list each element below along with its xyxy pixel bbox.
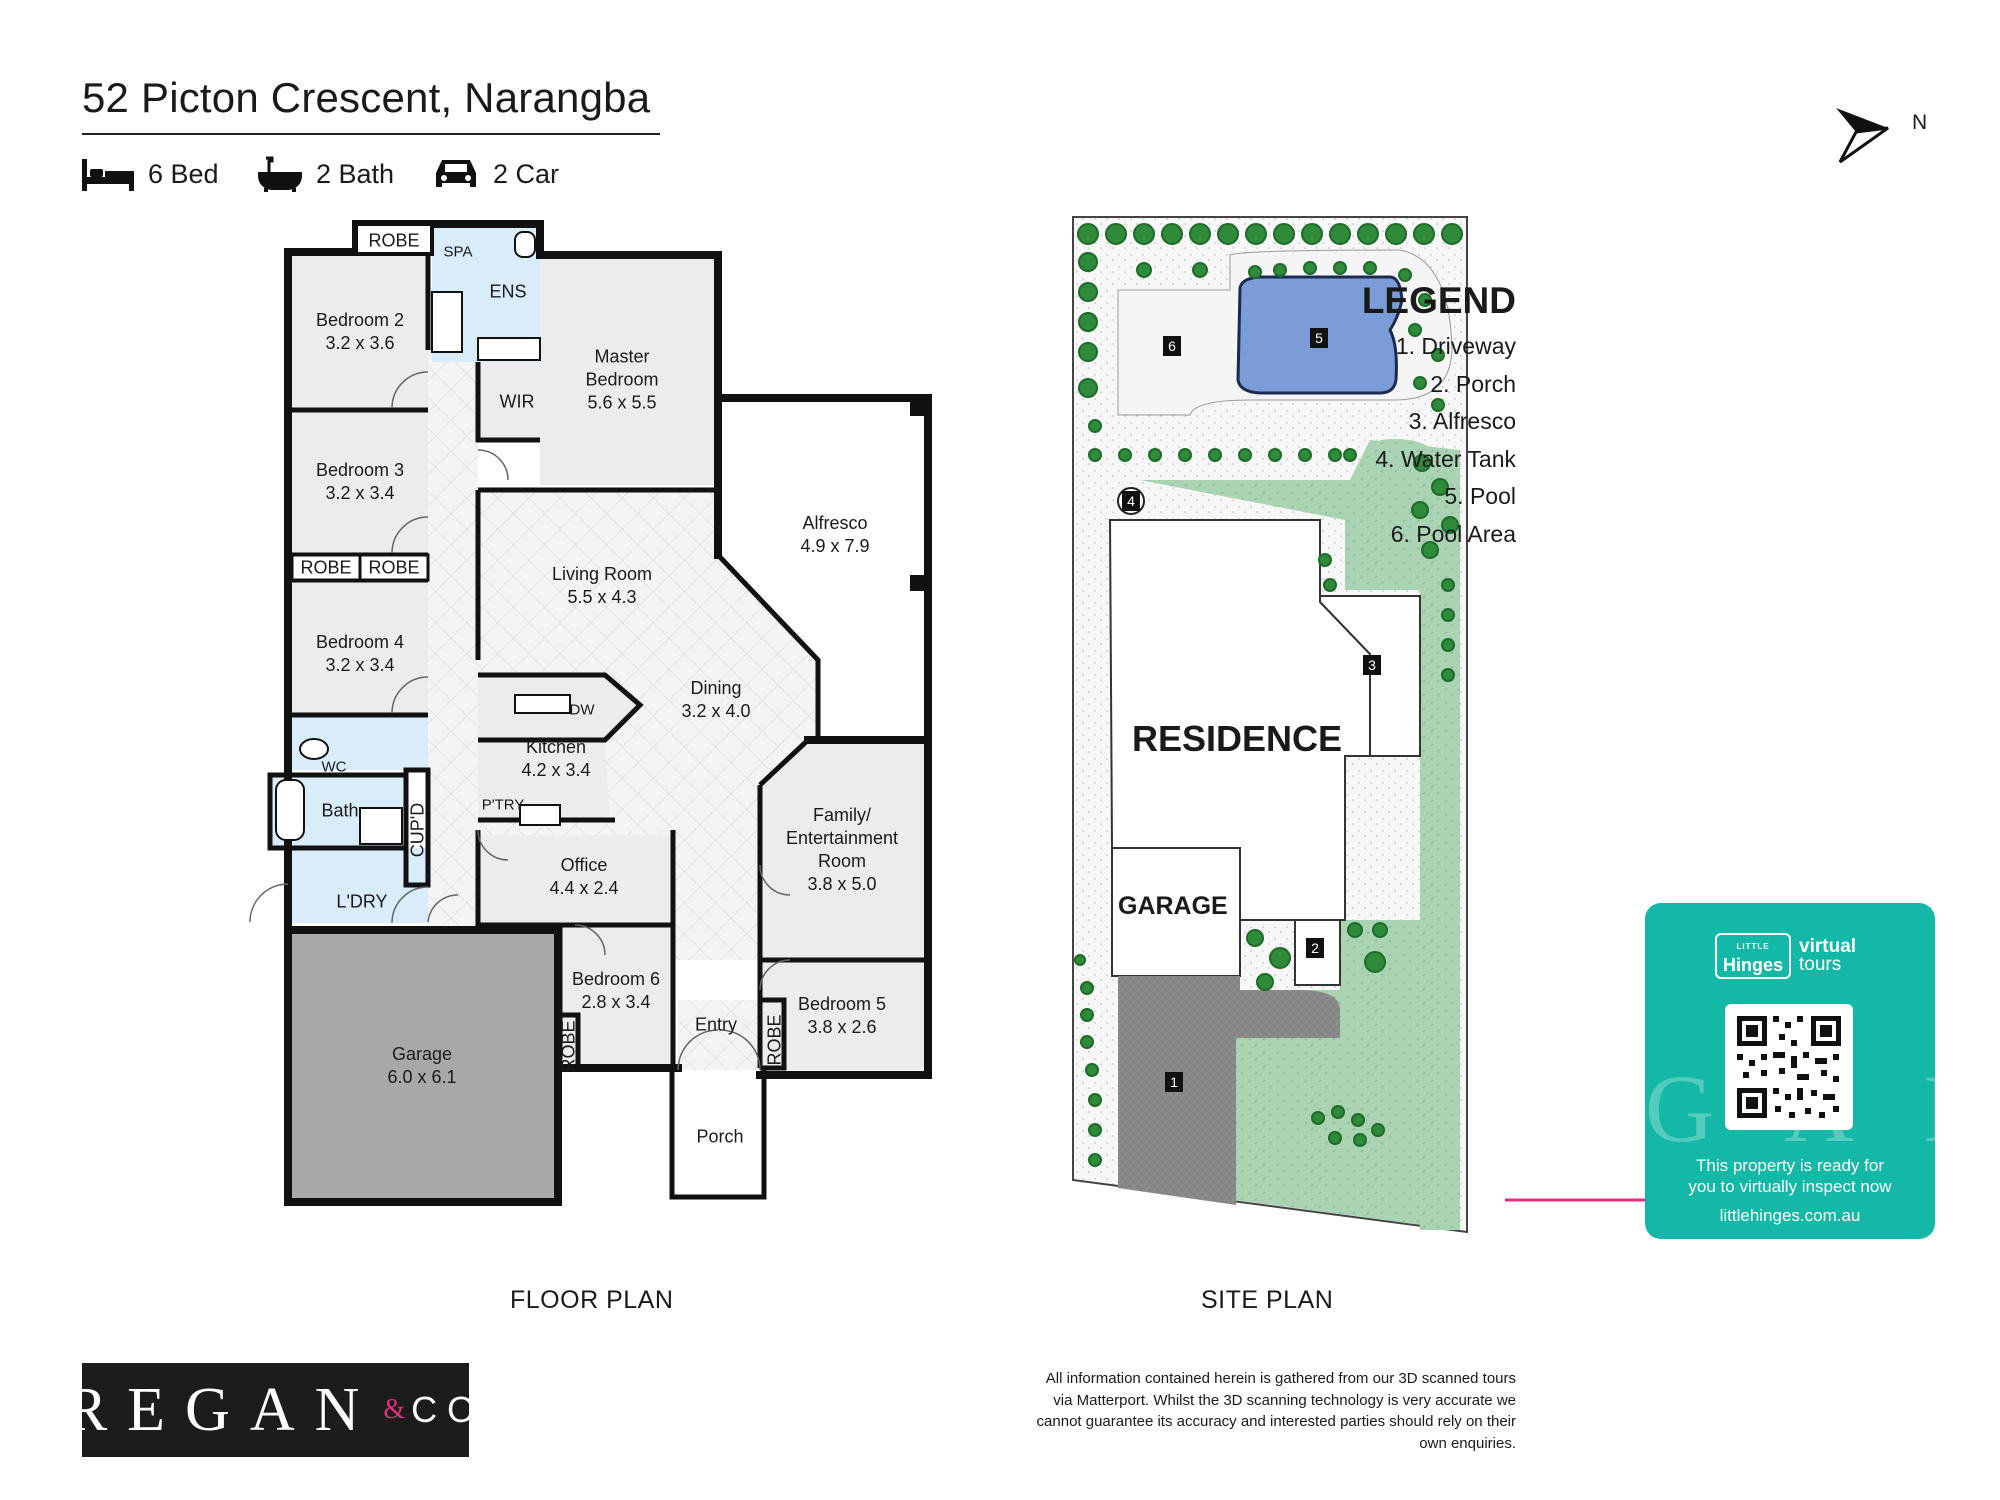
label-robe-bedroom-2: ROBE [368, 230, 420, 251]
site-garage [1111, 847, 1241, 977]
site-residence-label: RESIDENCE [1132, 718, 1343, 759]
legend-item: 6. Pool Area [1390, 520, 1516, 547]
feature-bed: 6 Bed [82, 154, 219, 194]
feature-bath-label: 2 Bath [316, 158, 395, 189]
virtual-tour-link[interactable]: littlehinges.com.au [1719, 1206, 1861, 1225]
label-ensuite: ENS [489, 281, 527, 302]
label-bath: Bath [321, 800, 359, 821]
lawn-right-strip [1380, 439, 1460, 1230]
agency-name: REGAN [65, 1375, 380, 1444]
feature-bath: 2 Bath [258, 154, 394, 194]
bedroom-2-area [292, 255, 428, 410]
garage-area [290, 930, 558, 1202]
compass-label: N [1912, 111, 1928, 134]
qr-code-icon[interactable] [1725, 1004, 1853, 1130]
label-pantry: P'TRY [481, 796, 525, 814]
agency-ampersand: & [383, 1394, 406, 1425]
legend-item: 2. Porch [1430, 370, 1516, 397]
porch-area [672, 1075, 764, 1197]
master-bedroom-area [540, 255, 715, 485]
office-area [478, 835, 673, 925]
site-marker-5: 5 [1310, 328, 1328, 348]
legend-item: 3. Alfresco [1408, 408, 1516, 434]
robe-bedroom-2 [354, 222, 434, 256]
hallway-area [428, 350, 478, 940]
site-marker-3: 3 [1363, 655, 1381, 675]
title-divider [82, 133, 660, 135]
agency-suffix: CO [411, 1389, 486, 1430]
label-wc: WC [321, 758, 347, 776]
lawn [1140, 440, 1460, 1230]
site-plan-label: SITE PLAN [1201, 1286, 1334, 1314]
feature-car: 2 Car [433, 154, 559, 194]
legend-item: 1. Driveway [1395, 333, 1516, 359]
bed-icon [82, 159, 134, 191]
label-entry: Entry [694, 1014, 738, 1035]
label-robe-bedroom-3: ROBE [300, 557, 352, 578]
site-marker-1: 1 [1165, 1072, 1183, 1092]
wir-area [478, 362, 540, 442]
site-marker-2: 2 [1306, 938, 1324, 958]
label-spa: SPA [443, 243, 473, 261]
bedroom-5-area [760, 960, 925, 1070]
floor-plan-label: FLOOR PLAN [510, 1286, 674, 1314]
property-address: 52 Picton Crescent, Narangba [82, 74, 651, 121]
alfresco-footprint [1319, 595, 1421, 757]
feature-car-label: 2 Car [493, 158, 560, 189]
site-marker-4: 4 [1122, 491, 1140, 511]
label-laundry: L'DRY [336, 891, 388, 912]
label-wir: WIR [499, 391, 535, 412]
car-icon [436, 160, 476, 187]
legend-item: 4. Water Tank [1375, 445, 1516, 472]
agency-logo: REGAN & CO [66, 1363, 475, 1457]
feature-bed-label: 6 Bed [148, 158, 219, 189]
label-dishwasher: DW [569, 701, 595, 719]
disclaimer-text: All information contained herein is gath… [1036, 1370, 1516, 1452]
site-plan-drawing [1072, 216, 1645, 1234]
floor-plan-drawing [249, 220, 932, 1206]
label-porch: Porch [696, 1126, 744, 1147]
bath-icon [258, 156, 302, 192]
legend-list: 1. Driveway 2. Porch 3. Alfresco 4. Wate… [1375, 328, 1516, 553]
label-robe-bedroom-4: ROBE [368, 557, 420, 578]
robe-bedroom-4 [358, 553, 430, 582]
driveway [1118, 976, 1340, 1205]
legend-title: LEGEND [1361, 280, 1516, 321]
compass-north-icon [1836, 108, 1889, 164]
legend-item: 5. Pool [1444, 483, 1516, 509]
site-marker-6: 6 [1163, 336, 1181, 356]
site-garage-label: GARAGE [1118, 892, 1228, 920]
bedroom-3-area [292, 410, 428, 555]
family-area [760, 740, 925, 960]
entry-area [678, 1000, 760, 1070]
bedroom-4-area [292, 580, 428, 715]
